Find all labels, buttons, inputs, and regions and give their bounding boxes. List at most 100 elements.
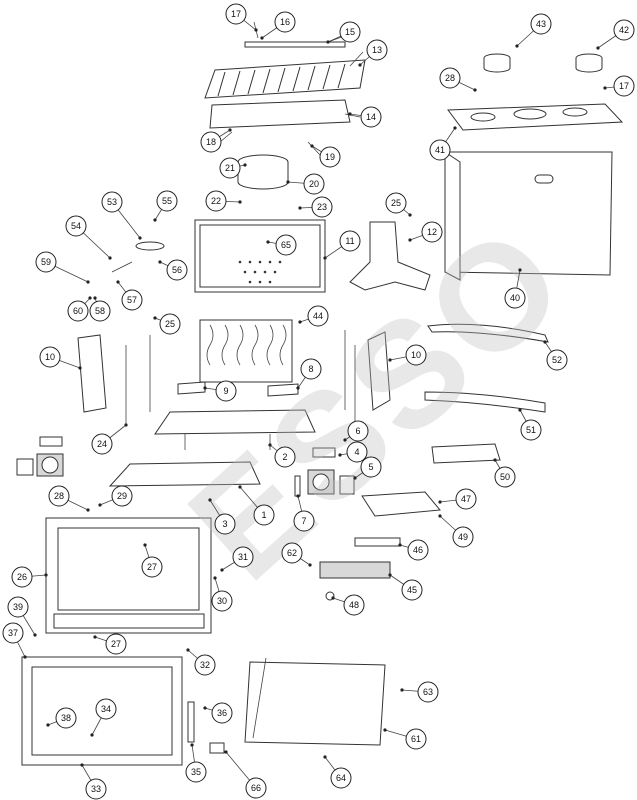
callout-bubble: [504, 287, 526, 309]
part-8-brick: [267, 383, 299, 397]
part-40-slot: [534, 174, 554, 184]
part-50-grate: [431, 443, 501, 464]
callout-bubble: [405, 728, 427, 750]
callout-number: 62: [287, 548, 297, 558]
callout-number: 2: [282, 452, 287, 462]
callout-bubble: [200, 131, 222, 153]
callout-58: 58: [89, 296, 111, 322]
callout-28: 28: [48, 485, 90, 512]
callout-60: 60: [67, 296, 92, 322]
callout-number: 25: [165, 319, 175, 329]
callout-arrow-tip: [388, 573, 392, 577]
callout-number: 19: [325, 152, 335, 162]
callout-52: 52: [543, 340, 568, 371]
callout-arrow-tip: [238, 200, 242, 204]
callout-arrow-tip: [90, 733, 94, 737]
callout-number: 9: [223, 386, 228, 396]
part-12-bracket: [349, 221, 431, 291]
callout-bubble: [205, 190, 227, 212]
callout-bubble: [300, 358, 322, 380]
callout-arrow-tip: [124, 423, 128, 427]
callout-bubble: [65, 215, 87, 237]
part-47-ash-tray: [361, 491, 441, 517]
callout-bubble: [105, 633, 127, 655]
callout-bubble: [11, 566, 33, 588]
callout-bubble: [407, 539, 429, 561]
part-66-clip: [209, 742, 225, 754]
callout-29: 29: [98, 485, 133, 507]
callout-arrow-tip: [243, 163, 247, 167]
callout-arrow-tip: [153, 316, 157, 320]
callout-number: 31: [238, 552, 248, 562]
callout-arrow-tip: [331, 596, 335, 600]
part-small-block-right: [312, 447, 336, 458]
part-26-grille: [53, 613, 205, 629]
callout-arrow-tip: [186, 648, 190, 652]
callout-number: 61: [411, 734, 421, 744]
callout-arrow-tip: [408, 238, 412, 242]
callout-49: 49: [438, 514, 474, 548]
callout-number: 37: [8, 628, 18, 638]
callout-bubble: [360, 106, 382, 128]
callout-number: 17: [231, 9, 241, 19]
callout-number: 45: [407, 585, 417, 595]
callout-number: 15: [345, 27, 355, 37]
callout-arrow-tip: [353, 476, 357, 480]
callout-45: 45: [388, 573, 423, 601]
callout-bubble: [211, 702, 233, 724]
callout-number: 39: [13, 602, 23, 612]
callout-63: 63: [400, 681, 439, 703]
callout-43: 43: [515, 13, 552, 48]
callout-arrow-tip: [108, 256, 112, 260]
callout-bubble: [185, 761, 207, 783]
callout-arrow-tip: [298, 320, 302, 324]
callout-bubble: [405, 344, 427, 366]
callout-bubble: [366, 39, 388, 61]
callout-number: 33: [91, 784, 101, 794]
callout-number: 8: [308, 364, 313, 374]
callout-number: 42: [619, 25, 629, 35]
callout-arrow-tip: [23, 655, 27, 659]
callout-bubble: [2, 622, 24, 644]
callout-arrow-tip: [116, 280, 120, 284]
callout-arrow-tip: [308, 563, 312, 567]
callout-57: 57: [116, 280, 143, 311]
callout-55: 55: [153, 190, 178, 222]
callout-arrow-tip: [254, 28, 258, 32]
callout-arrow-tip: [298, 206, 302, 210]
callout-arrow-tip: [286, 180, 290, 184]
callout-33: 33: [80, 763, 107, 800]
callout-44: 44: [298, 305, 329, 327]
callout-arrow-tip: [220, 568, 224, 572]
callout-4: 4: [338, 441, 368, 463]
callout-bubble: [319, 146, 341, 168]
callout-arrow-tip: [473, 88, 477, 92]
callout-number: 41: [435, 145, 445, 155]
callout-bubble: [293, 510, 315, 532]
callout-number: 38: [61, 713, 71, 723]
callout-number: 35: [191, 767, 201, 777]
callout-number: 51: [526, 425, 536, 435]
callout-number: 21: [225, 163, 235, 173]
callout-47: 47: [438, 488, 477, 510]
callout-arrow-tip: [408, 213, 412, 217]
callout-bubble: [281, 542, 303, 564]
callout-arrow-tip: [158, 260, 162, 264]
callout-number: 4: [354, 447, 359, 457]
part-15-rod: [244, 41, 346, 48]
callout-number: 27: [111, 639, 121, 649]
callout-9: 9: [203, 380, 237, 402]
callout-bubble: [232, 546, 254, 568]
callout-bubble: [211, 590, 233, 612]
part-40-side: [444, 151, 461, 281]
callout-arrow-tip: [93, 635, 97, 639]
callout-bubble: [48, 485, 70, 507]
callout-arrow-tip: [208, 498, 212, 502]
callout-53: 53: [101, 191, 142, 240]
callout-arrow-tip: [515, 44, 519, 48]
callout-41: 41: [429, 126, 457, 161]
callout-bubble: [214, 513, 236, 535]
callout-number: 49: [458, 532, 468, 542]
callout-arrow-tip: [88, 296, 92, 300]
